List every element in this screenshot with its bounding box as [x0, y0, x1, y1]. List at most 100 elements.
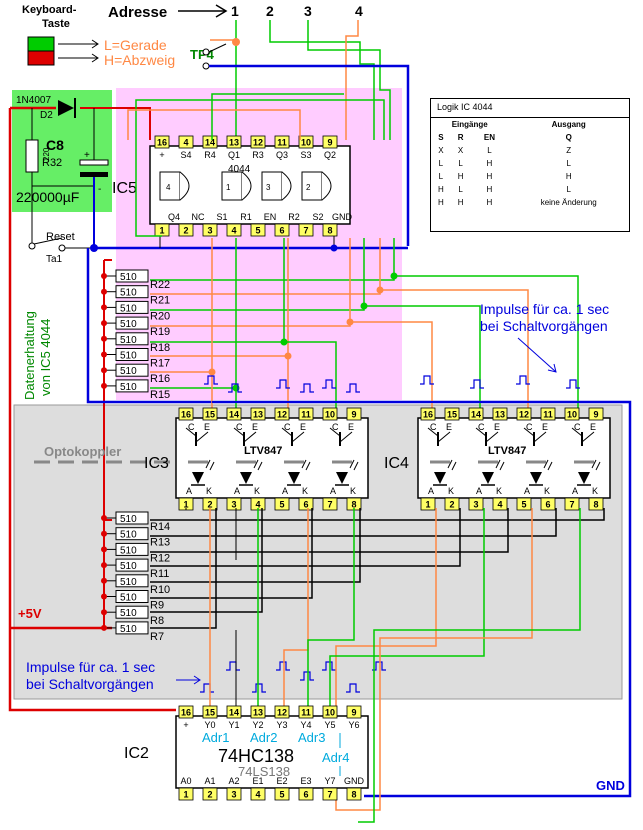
opto-k-label: K	[302, 486, 308, 496]
ic3-bottom-pin-number: 4	[255, 500, 260, 510]
pulse-icon	[322, 379, 336, 389]
ic3-top-pin-13	[250, 407, 266, 421]
ic5-top-label: S3	[300, 150, 311, 160]
ic2-bottom-label: E3	[300, 776, 311, 786]
opto-led-icon	[288, 472, 300, 484]
ic2-top-pin-9	[346, 705, 362, 719]
key-green-icon	[27, 36, 55, 52]
ic5-top-pin-number: 12	[253, 138, 263, 148]
gnd-label: GND	[596, 778, 625, 793]
ic4-bottom-pin-2	[444, 497, 460, 511]
ic5-bottom-pin-number: 8	[327, 226, 332, 236]
pulse-icon	[566, 379, 580, 389]
ic2-top-pin-13	[250, 705, 266, 719]
resistor-r7	[115, 621, 149, 635]
resistor-ref: R22	[150, 279, 170, 291]
ic4-bottom-pin-number: 5	[521, 500, 526, 510]
ic4-bottom-pin-1	[420, 497, 436, 511]
pulse-icon	[300, 671, 314, 681]
opto-k-label: K	[592, 486, 598, 496]
ic2-bottom-pin-3	[226, 787, 242, 801]
addr-number-1: 1	[231, 3, 239, 19]
ic4-bottom-pin-number: 3	[473, 500, 478, 510]
ic4-top-pin-9	[588, 407, 604, 421]
resistor-ref: R10	[150, 584, 170, 596]
ic2-bottom-pin-number: 4	[255, 790, 260, 800]
pulse-icon	[516, 375, 530, 385]
addr4-wire	[345, 20, 359, 140]
ic2-bottom-pin-number: 2	[207, 790, 212, 800]
ic5-bottom-label: R2	[288, 212, 300, 222]
logic-table-cell: keine Änderung	[540, 198, 597, 207]
logic-table-cell: H	[486, 159, 493, 168]
resistor-value: 510	[120, 608, 137, 619]
ic5-q4-green	[135, 99, 385, 237]
ic2-top-label: Y1	[228, 720, 239, 730]
ic5-top-pin-number: 14	[205, 138, 215, 148]
logic-col-en: EN	[483, 133, 495, 142]
pulse-icon	[204, 375, 218, 385]
pulse-icon	[420, 375, 434, 385]
resistor-r18	[115, 332, 149, 346]
opto-e-label: E	[590, 422, 596, 432]
resistor-value: 510	[120, 624, 137, 635]
tp4-label: TP4	[190, 47, 215, 62]
resistor-value: 510	[120, 382, 137, 393]
ic4-top-pin-14	[468, 407, 484, 421]
key-red-icon	[27, 50, 55, 66]
resistor-ref: R13	[150, 537, 170, 549]
resistor-r14	[115, 511, 149, 525]
c8-ref: C8	[46, 137, 64, 153]
ic5-bottom-pin-6	[274, 223, 290, 237]
ic4-bottom-pin-3	[468, 497, 484, 511]
ic5-bottom-label: S2	[312, 212, 323, 222]
logic-table-cell: H	[437, 198, 444, 207]
resistor-value: 510	[120, 366, 137, 377]
resistor-r21	[115, 285, 149, 299]
ic2-bottom-pin-number: 3	[231, 790, 236, 800]
ic4-top-pin-number: 15	[447, 410, 457, 420]
svg-text:+: +	[84, 150, 90, 161]
ic4-bottom-pin-number: 1	[425, 500, 430, 510]
ic4-bottom-pin-7	[564, 497, 580, 511]
diode-type: 1N4007	[16, 95, 51, 106]
ic3-top-pin-number: 10	[325, 410, 335, 420]
ic2-ref: IC2	[124, 745, 149, 762]
pulse-symbols-lower	[200, 661, 386, 693]
wire-junctions	[208, 272, 398, 392]
logic-table-eingaenge: Eingänge	[451, 120, 488, 129]
ic2-bottom-label: E1	[252, 776, 263, 786]
ic3-top-pin-number: 14	[229, 410, 239, 420]
logic-table-cell: H	[437, 185, 444, 194]
opto-a-label: A	[572, 486, 578, 496]
ic4-bottom-pin-number: 7	[569, 500, 574, 510]
opto-c-label: C	[332, 422, 339, 432]
resistor-ref: R14	[150, 521, 170, 533]
logic-col-q: Q	[565, 133, 572, 142]
ic5-latches: 4 1 3 2	[159, 171, 332, 201]
diode-ref: D2	[40, 110, 53, 121]
ic3-bottom-pin-7	[322, 497, 338, 511]
resistor-value: 510	[120, 272, 137, 283]
adresse-arrowhead	[215, 4, 228, 18]
ic5-bottom-pin-5	[250, 223, 266, 237]
ic3-top-pin-15	[202, 407, 218, 421]
ic2-top-pin-11	[298, 705, 314, 719]
ic4-top-pin-11	[540, 407, 556, 421]
opto-k-label: K	[206, 486, 212, 496]
resistor-r9	[115, 590, 149, 603]
ic2-top-pin-number: 14	[229, 708, 239, 718]
ic4-type: LTV847	[488, 445, 526, 457]
addr-number-3: 3	[304, 3, 312, 19]
logic-table-title: Logik IC 4044	[431, 99, 629, 118]
ic3-bottom-pin-number: 2	[207, 500, 212, 510]
opto-a-label: A	[476, 486, 482, 496]
opto-led-icon	[192, 472, 204, 484]
ic3-top-pin-12	[274, 407, 290, 421]
ic2-bottom-pin-8	[346, 787, 362, 801]
ic2-top-pin-number: 15	[205, 708, 215, 718]
ic5-top-label: R3	[252, 150, 264, 160]
ic2-bottom-label: A2	[228, 776, 239, 786]
logic-table-cell: L	[566, 159, 571, 168]
